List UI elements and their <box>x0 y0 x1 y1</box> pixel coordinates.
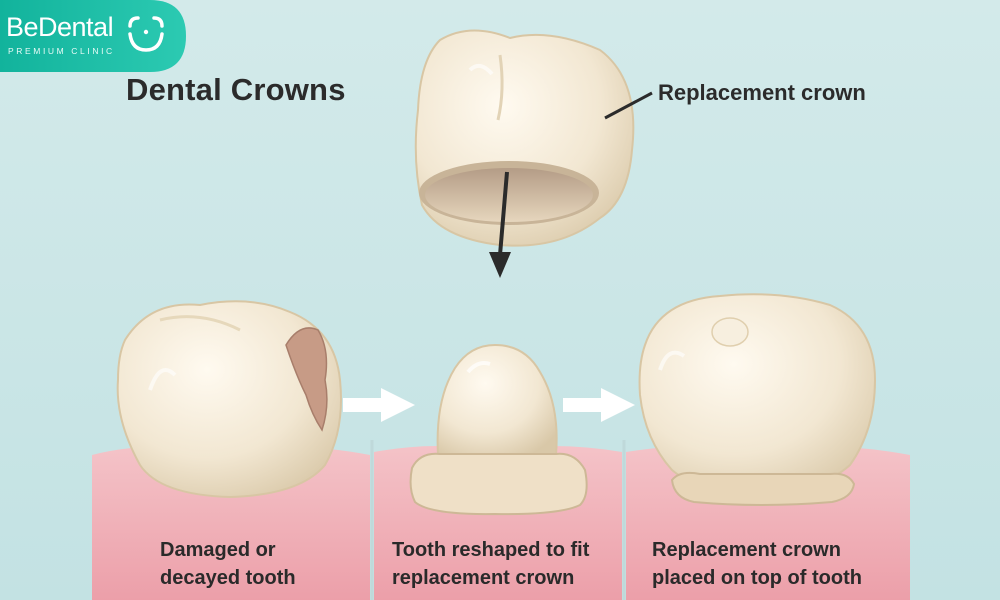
panel-label-crowned: Replacement crown placed on top of tooth <box>652 536 862 592</box>
smile-icon <box>128 16 164 52</box>
brand-name: BeDental <box>6 12 114 42</box>
panel-label-line: placed on top of tooth <box>652 567 862 589</box>
panel-label-line: Tooth reshaped to fit <box>392 539 590 561</box>
arrow-step-1 <box>343 388 415 422</box>
panel-label-line: Replacement crown <box>652 539 841 561</box>
brand-tagline: PREMIUM CLINIC <box>8 46 115 56</box>
diagram-title: Dental Crowns <box>126 72 346 107</box>
panel-label-reshaped: Tooth reshaped to fit replacement crown <box>392 536 589 592</box>
crown-label-leader <box>604 91 653 120</box>
crowned-tooth-illustration <box>638 293 877 506</box>
damaged-tooth-illustration <box>116 300 342 499</box>
panel-label-line: decayed tooth <box>160 567 296 589</box>
panel-label-line: replacement crown <box>392 567 575 589</box>
gum-panel-1 <box>92 446 370 600</box>
down-arrow <box>489 171 511 278</box>
panel-label-damaged: Damaged or decayed tooth <box>160 536 296 592</box>
arrow-step-2 <box>563 388 635 422</box>
panel-label-line: Damaged or <box>160 539 276 561</box>
reshaped-tooth-illustration <box>409 343 588 516</box>
brand-logo: BeDental PREMIUM CLINIC <box>0 0 186 72</box>
replacement-crown-illustration <box>414 29 635 247</box>
replacement-crown-label: Replacement crown <box>658 80 866 105</box>
